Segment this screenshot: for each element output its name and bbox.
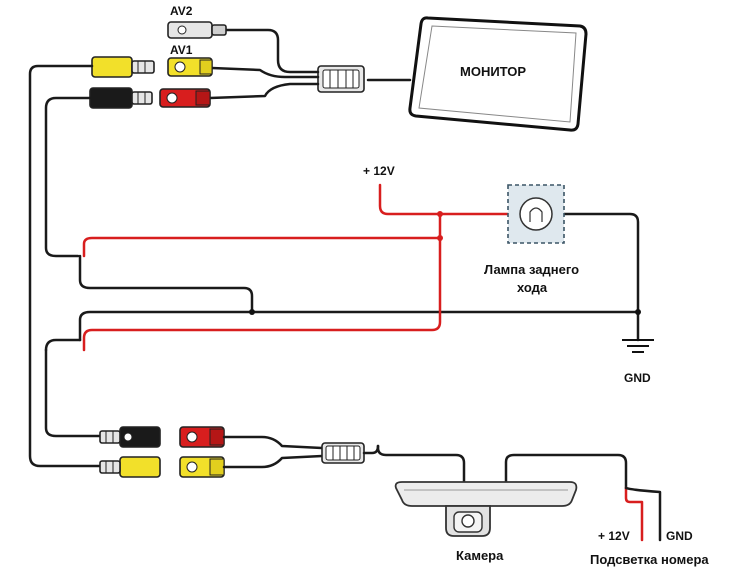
lamp-gnd-wire: [560, 212, 640, 342]
camera-rca-yellow-male: [99, 456, 161, 478]
lamp-label-line2: хода: [517, 280, 548, 295]
av1-label: AV1: [170, 43, 193, 57]
bulb-icon: [519, 197, 553, 231]
camera-rca-yellow-female: [179, 456, 225, 478]
power-rca-red: [159, 88, 211, 108]
plate-gnd-label: GND: [666, 529, 693, 543]
plate-12v-label: + 12V: [598, 529, 630, 543]
av1-wire: [210, 66, 320, 79]
monitor-label: МОНИТОР: [460, 64, 526, 79]
av2-label: AV2: [170, 4, 193, 18]
plate-light-label: Подсветка номера: [590, 552, 709, 567]
plate-gnd-wire: [624, 486, 662, 542]
camera-video-wire: [222, 454, 324, 469]
video-line: [28, 64, 106, 468]
lamp-label-line1: Лампа заднего: [484, 262, 579, 277]
red-branch-lower: [82, 236, 442, 352]
ground-symbol: [622, 339, 654, 353]
rear-camera: [394, 481, 578, 537]
reverse-lamp: [507, 184, 565, 244]
junction-dot: [249, 309, 255, 315]
power-12v-wire: [378, 183, 514, 216]
connector-tail: [362, 444, 380, 455]
video-rca-yellow-male: [91, 56, 155, 78]
black-branch-lower: [78, 310, 638, 342]
black-branch-upper: [78, 254, 254, 314]
red-rca-wire: [208, 82, 320, 100]
camera-rca-black-male: [99, 426, 161, 448]
av2-rca-white: [167, 21, 227, 39]
junction-dot: [635, 309, 641, 315]
plate-12v-wire: [624, 486, 644, 542]
plate-light-cable: [504, 453, 628, 490]
av2-wire: [223, 28, 320, 74]
power-12v-label: + 12V: [363, 164, 395, 178]
camera-red-wire: [222, 435, 324, 450]
camera-rca-red-female: [179, 426, 225, 448]
camera-cable: [376, 444, 466, 484]
top-harness-connector: [317, 65, 365, 93]
monitor: МОНИТОР: [408, 16, 588, 132]
camera-label: Камера: [456, 548, 504, 563]
camera-harness-connector: [321, 442, 365, 464]
av1-rca-yellow: [167, 57, 213, 77]
red-branch-upper: [82, 236, 442, 258]
power-rca-black-male: [89, 87, 153, 109]
power-line-lower: [44, 348, 106, 438]
power-line-upper: [44, 96, 92, 258]
power-line-lower-join: [44, 338, 82, 352]
gnd-label: GND: [624, 371, 651, 385]
